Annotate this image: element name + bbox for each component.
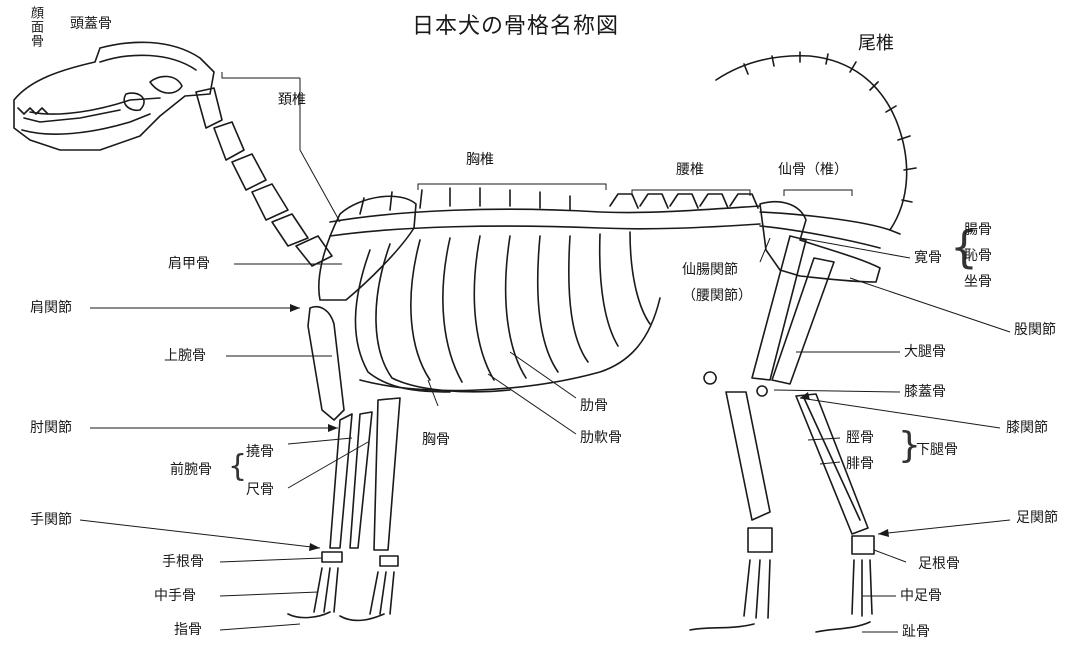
- label-femur: 大腿骨: [904, 344, 946, 360]
- label-skull: 頭蓋骨: [70, 16, 112, 32]
- page-title: 日本犬の骨格名称図: [412, 14, 619, 40]
- label-sacroiliac-2: （腰関節）: [682, 288, 752, 304]
- label-wrist-joint: 手関節: [30, 512, 72, 528]
- brace-forearm: {: [228, 452, 247, 482]
- label-thoracic: 胸椎: [466, 152, 494, 168]
- label-ischium: 坐骨: [964, 274, 992, 290]
- label-carpal: 手根骨: [162, 554, 204, 570]
- label-hip-bone: 寛骨: [914, 250, 942, 266]
- label-lower-leg: 下腿骨: [916, 442, 958, 458]
- label-scapula: 肩甲骨: [168, 256, 210, 272]
- label-elbow-joint: 肘関節: [30, 420, 72, 436]
- label-fibula: 腓骨: [846, 456, 874, 472]
- label-metacarpal: 中手骨: [154, 588, 196, 604]
- label-tarsal: 足根骨: [918, 556, 960, 572]
- label-sacrum: 仙骨（椎）: [778, 162, 848, 178]
- label-ilium: 腸骨: [964, 222, 992, 238]
- label-ribs: 肋骨: [580, 398, 608, 414]
- label-metatarsal: 中足骨: [900, 588, 942, 604]
- label-sacroiliac-1: 仙腸関節: [682, 262, 738, 278]
- label-facial-bone: 顔面骨: [28, 6, 42, 48]
- label-tibia: 脛骨: [846, 430, 874, 446]
- label-phalanges-front: 指骨: [174, 622, 202, 638]
- label-hip-joint: 股関節: [1014, 322, 1056, 338]
- label-patella: 膝蓋骨: [904, 384, 946, 400]
- label-cervical: 頚椎: [278, 92, 306, 108]
- label-ankle-joint: 足関節: [1016, 510, 1058, 526]
- label-knee-joint: 膝関節: [1006, 420, 1048, 436]
- label-costal-cartilage: 肋軟骨: [580, 430, 622, 446]
- label-lumbar: 腰椎: [676, 162, 704, 178]
- label-caudal: 尾椎: [858, 34, 894, 54]
- label-ulna: 尺骨: [246, 482, 274, 498]
- label-radius: 撓骨: [246, 444, 274, 460]
- label-phalanges-hind: 趾骨: [902, 624, 930, 640]
- label-pubis: 恥骨: [964, 248, 992, 264]
- label-shoulder-joint: 肩関節: [30, 300, 72, 316]
- label-forearm: 前腕骨: [170, 462, 212, 478]
- label-humerus: 上腕骨: [164, 348, 206, 364]
- label-sternum: 胸骨: [422, 432, 450, 448]
